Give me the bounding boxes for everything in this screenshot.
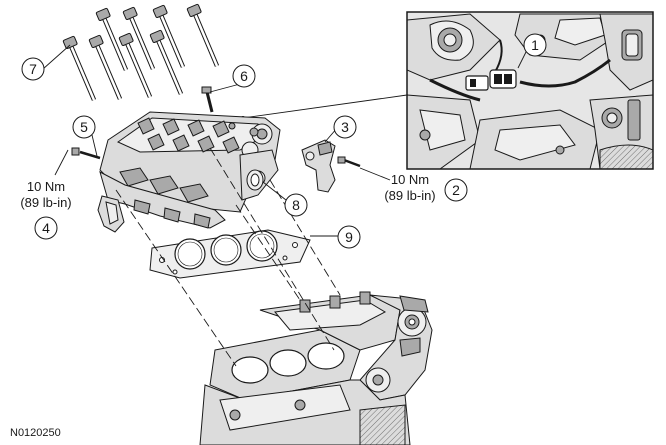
svg-text:(89 lb-in): (89 lb-in) [20,195,71,210]
svg-text:3: 3 [341,119,349,135]
callout-5: 5 [72,115,96,139]
callout-4: 4 [34,216,58,240]
sensor-connector [465,69,517,91]
callout-3: 3 [333,115,357,139]
svg-text:6: 6 [240,68,248,84]
cylinder-head-bolts [62,3,220,101]
svg-text:8: 8 [292,197,300,213]
torque-spec-4: 10 Nm (89 lb-in) [20,179,71,210]
svg-text:5: 5 [80,119,88,135]
svg-text:2: 2 [452,182,460,198]
svg-text:10 Nm: 10 Nm [391,172,429,187]
alignment-lines [115,147,341,367]
leader-lines [42,44,528,237]
callout-8: 8 [284,193,308,217]
svg-text:9: 9 [345,229,353,245]
engine-block [199,291,433,445]
sensor-item-3 [301,139,336,193]
stud-item-5 [71,147,101,160]
svg-text:10 Nm: 10 Nm [27,179,65,194]
callout-7: 7 [21,57,45,81]
callout-9: 9 [337,225,361,249]
svg-text:7: 7 [29,61,37,77]
bolt-item-6 [201,86,214,113]
figure-reference: N0120250 [10,427,61,439]
seal-item-8 [246,169,264,191]
bolt-item-2 [337,156,361,168]
callout-2: 2 [444,178,468,202]
exhaust-manifold [97,171,226,233]
callout-6: 6 [232,64,256,88]
svg-text:1: 1 [531,37,539,53]
callout-1: 1 [523,33,547,57]
svg-text:4: 4 [42,220,50,236]
torque-spec-2: 10 Nm (89 lb-in) [384,172,435,203]
head-gasket [149,229,311,279]
svg-text:(89 lb-in): (89 lb-in) [384,188,435,203]
